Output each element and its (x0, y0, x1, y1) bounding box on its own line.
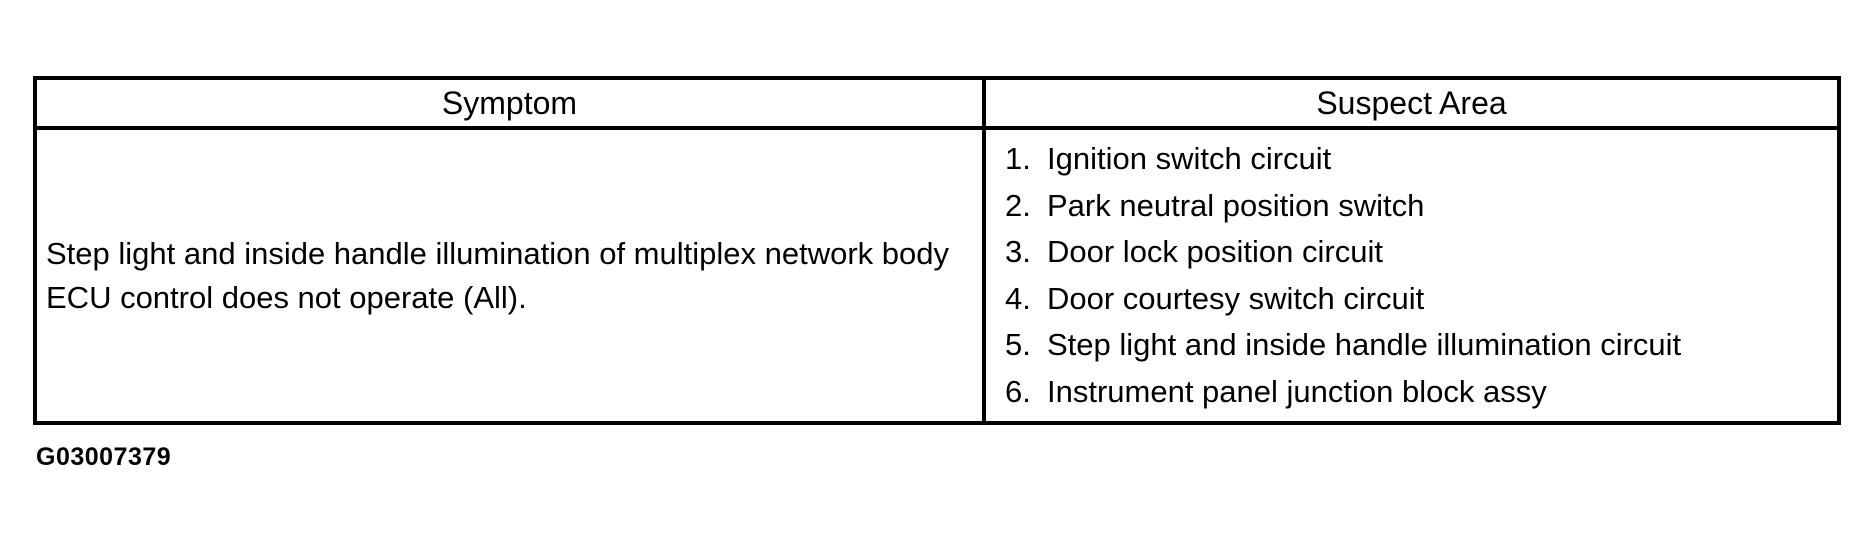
suspect-area-label: Ignition switch circuit (1047, 141, 1332, 176)
suspect-area-item: 4. Door courtesy switch circuit (1005, 276, 1827, 323)
suspect-area-number: 3. (1005, 234, 1031, 269)
suspect-area-number: 1. (1005, 141, 1031, 176)
suspect-area-label: Instrument panel junction block assy (1047, 373, 1547, 409)
suspect-area-item: 1. Ignition switch circuit (1005, 136, 1827, 183)
symptom-cell: Step light and inside handle illuminatio… (37, 130, 986, 421)
suspect-area-column-header: Suspect Area (986, 80, 1837, 130)
suspect-area-cell: 1. Ignition switch circuit 2. Park neutr… (986, 130, 1837, 421)
suspect-area-item: 6. Instrument panel junction block assy (1005, 369, 1827, 416)
suspect-area-label: Door courtesy switch circuit (1047, 280, 1425, 316)
symptom-column-header: Symptom (37, 80, 986, 130)
symptom-suspect-table: Symptom Suspect Area Step light and insi… (33, 76, 1841, 425)
suspect-area-number: 6. (1005, 373, 1031, 409)
suspect-area-label: Park neutral position switch (1047, 187, 1425, 223)
suspect-area-item: 2. Park neutral position switch (1005, 183, 1827, 230)
suspect-area-item: 3. Door lock position circuit (1005, 229, 1827, 276)
suspect-area-number: 5. (1005, 327, 1031, 362)
suspect-area-number: 2. (1005, 187, 1031, 223)
suspect-area-label: Door lock position circuit (1047, 234, 1383, 269)
suspect-area-number: 4. (1005, 280, 1031, 316)
figure-id: G03007379 (36, 443, 172, 471)
suspect-area-label: Step light and inside handle illuminatio… (1047, 327, 1682, 362)
suspect-area-item: 5. Step light and inside handle illumina… (1005, 322, 1827, 369)
symptom-text: Step light and inside handle illuminatio… (46, 235, 949, 315)
